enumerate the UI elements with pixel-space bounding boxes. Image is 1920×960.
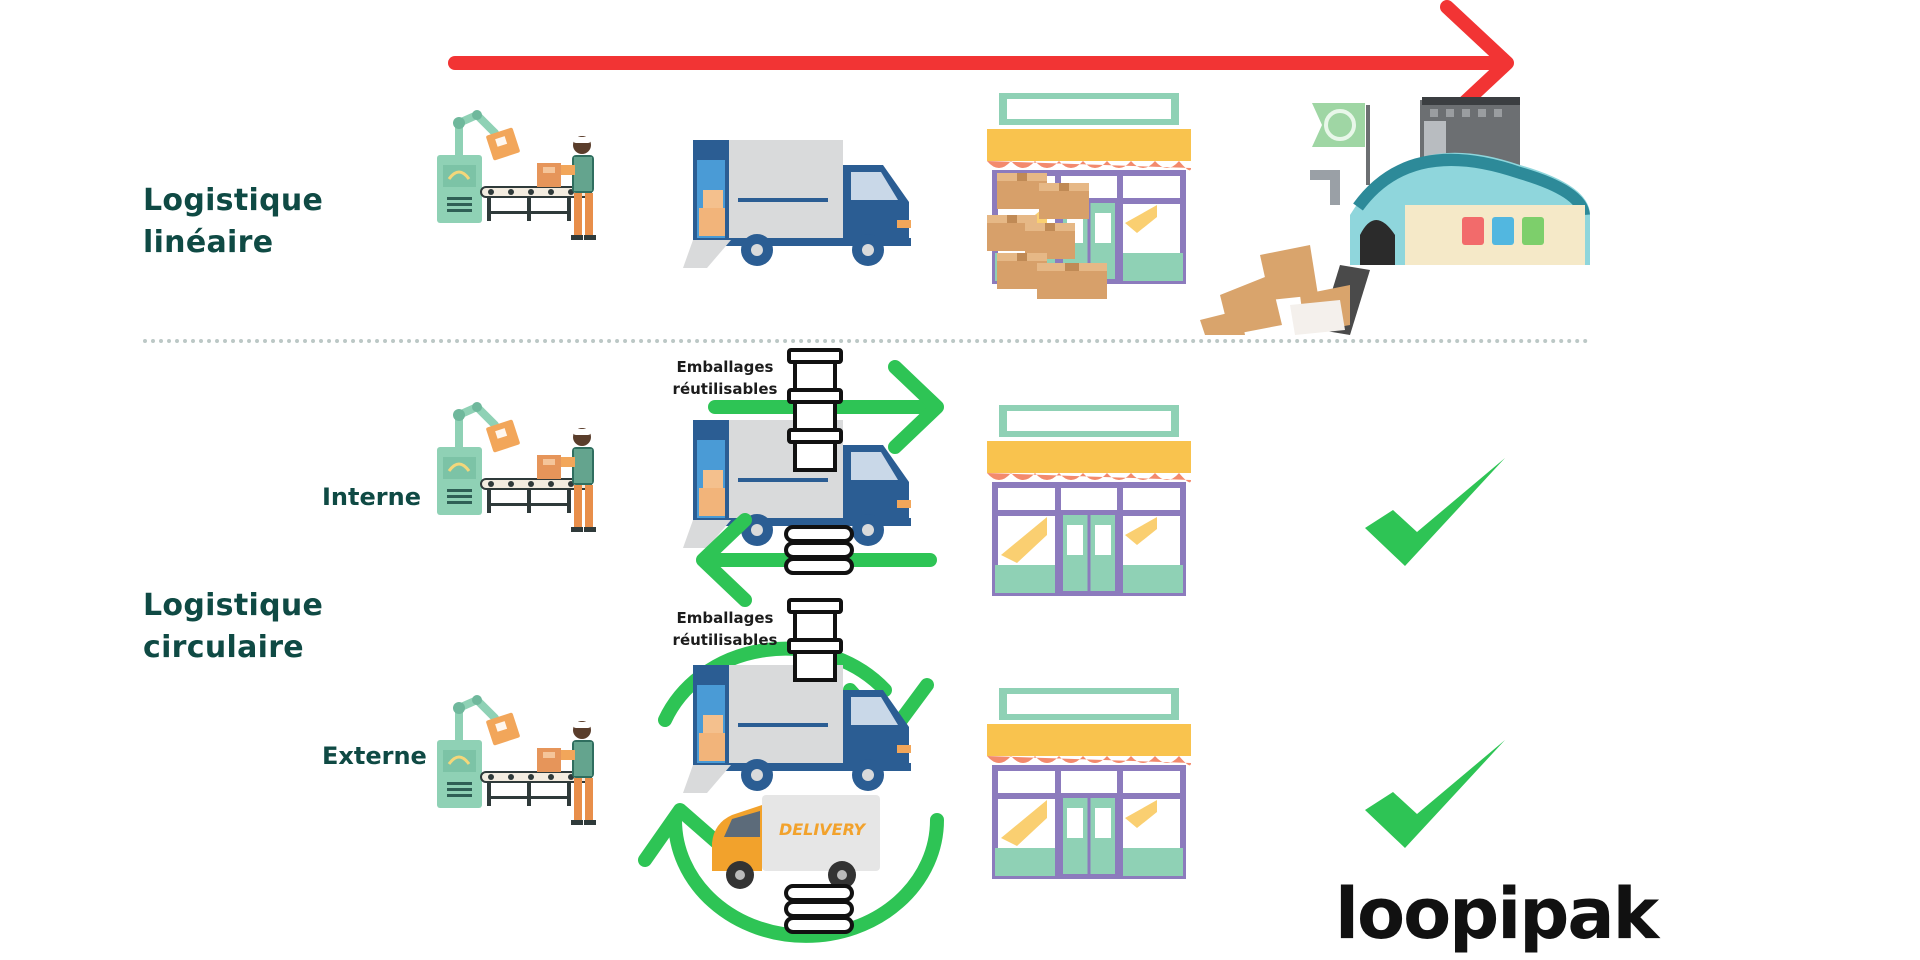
section-divider [143, 339, 1589, 343]
reusable-package-icon [787, 348, 843, 472]
reusable-package-icon [787, 598, 843, 682]
pack-label-line1: Emballages [676, 609, 774, 627]
checkmark-icon [1365, 458, 1505, 566]
reusable-packaging-label: Emballages réutilisables [660, 356, 790, 400]
circular-title-line1: Logistique [143, 588, 324, 623]
linear-logistics-title: Logistique linéaire [143, 180, 323, 264]
flattened-package-stack-icon [784, 525, 854, 575]
circular-logistics-title: Logistique circulaire [143, 585, 323, 669]
checkmark-icon [1365, 740, 1505, 848]
van-delivery-text: DELIVERY [779, 820, 867, 839]
factory-robot-icon [437, 700, 607, 830]
factory-robot-icon [437, 407, 607, 537]
circular-title-line2: circulaire [143, 630, 304, 665]
delivery-van-icon: DELIVERY [712, 795, 880, 889]
reusable-packaging-label: Emballages réutilisables [660, 607, 790, 651]
recycling-plant-icon [1200, 97, 1590, 335]
factory-robot-icon [437, 115, 607, 245]
pack-label-line2: réutilisables [672, 380, 778, 398]
pack-label-line1: Emballages [676, 358, 774, 376]
storefront-icon [987, 688, 1197, 888]
brand-logo: loopipak [1335, 873, 1659, 955]
pack-label-line2: réutilisables [672, 631, 778, 649]
store-with-boxes-icon [987, 93, 1217, 299]
linear-title-line1: Logistique [143, 183, 324, 218]
flattened-package-stack-icon [784, 884, 854, 934]
storefront-icon [987, 405, 1197, 605]
external-label: Externe [322, 742, 427, 770]
box-truck-icon [683, 140, 911, 268]
internal-label: Interne [322, 483, 421, 511]
linear-title-line2: linéaire [143, 225, 274, 260]
